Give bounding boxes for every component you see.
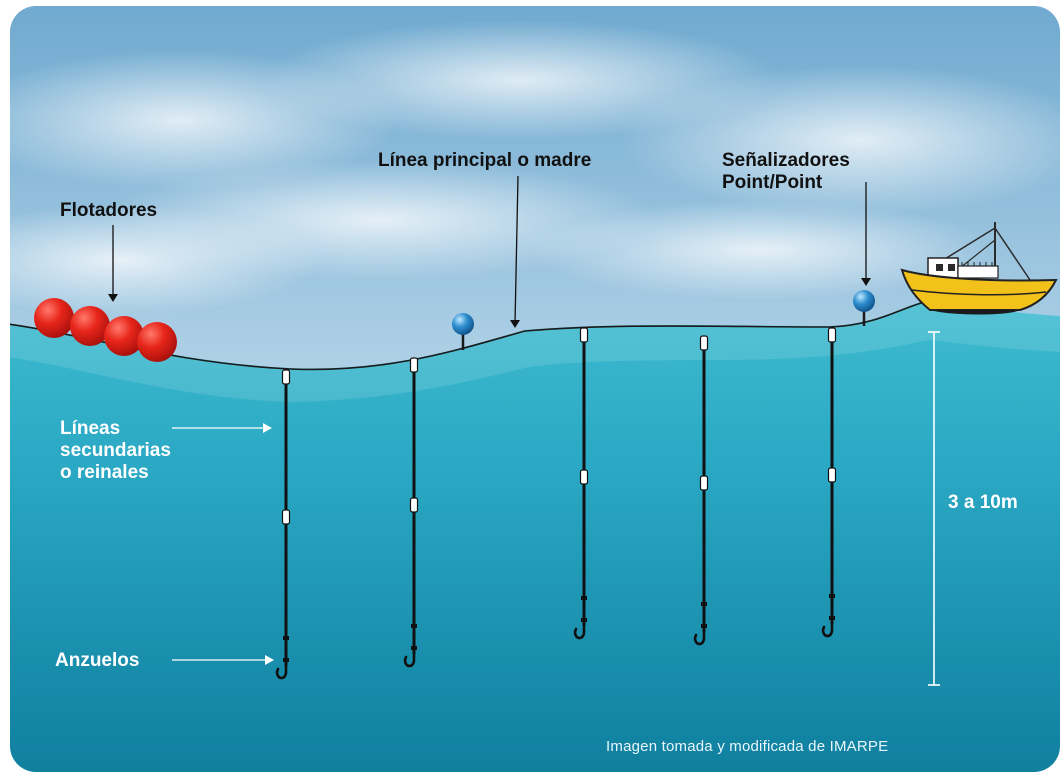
branch-lines <box>275 327 837 680</box>
line-knot <box>411 624 417 628</box>
branch-line-4 <box>693 335 709 646</box>
swivel-clip <box>409 497 419 513</box>
label-secondary-lines: Líneas secundarias o reinales <box>60 418 171 484</box>
swivel-clip <box>579 469 589 485</box>
hook-icon <box>693 630 706 646</box>
line-knot <box>581 596 587 600</box>
image-credit: Imagen tomada y modificada de IMARPE <box>606 738 889 755</box>
clouds <box>10 20 1060 315</box>
swivel-clip <box>281 369 291 385</box>
line-knot <box>411 646 417 650</box>
hook-icon <box>573 624 586 640</box>
line-knot <box>283 636 289 640</box>
line-knot <box>283 658 289 662</box>
branch-line-1 <box>275 369 291 680</box>
marker-buoy-1 <box>452 313 474 350</box>
branch-line-5 <box>821 327 837 638</box>
branch-line-3 <box>573 327 589 640</box>
line-knot <box>581 618 587 622</box>
swivel-clip <box>281 509 291 525</box>
swivel-clip <box>699 335 709 351</box>
line-knot <box>701 602 707 606</box>
swivel-clip <box>827 327 837 343</box>
label-markers: Señalizadores Point/Point <box>722 150 850 194</box>
swivel-clip <box>409 357 419 373</box>
swivel-clip <box>699 475 709 491</box>
depth-bracket <box>928 331 940 686</box>
sea-surface-highlight <box>10 300 1060 402</box>
label-secondary-line1: Líneas <box>60 418 121 439</box>
swivel-clip <box>579 327 589 343</box>
line-knot <box>829 616 835 620</box>
line-knot <box>829 594 835 598</box>
label-depth: 3 a 10m <box>948 492 1018 513</box>
label-hooks: Anzuelos <box>55 650 140 671</box>
swivel-clip <box>827 467 837 483</box>
floats <box>34 298 177 362</box>
label-floats: Flotadores <box>60 200 158 221</box>
pointer-arrows <box>108 175 871 328</box>
pointer-arrows-white <box>172 423 274 665</box>
branch-line-2 <box>403 357 419 668</box>
hook-icon <box>821 622 834 638</box>
hook-icon <box>403 652 416 668</box>
hook-icon <box>275 664 288 680</box>
label-secondary-line2: secundarias <box>60 440 171 461</box>
line-knot <box>701 624 707 628</box>
label-main-line: Línea principal o madre <box>378 150 592 171</box>
label-markers-line1: Señalizadores <box>722 150 850 171</box>
label-secondary-line3: o reinales <box>60 462 149 483</box>
label-markers-line2: Point/Point <box>722 172 823 193</box>
marker-buoy-2 <box>853 290 875 326</box>
fishing-boat <box>900 222 1058 315</box>
